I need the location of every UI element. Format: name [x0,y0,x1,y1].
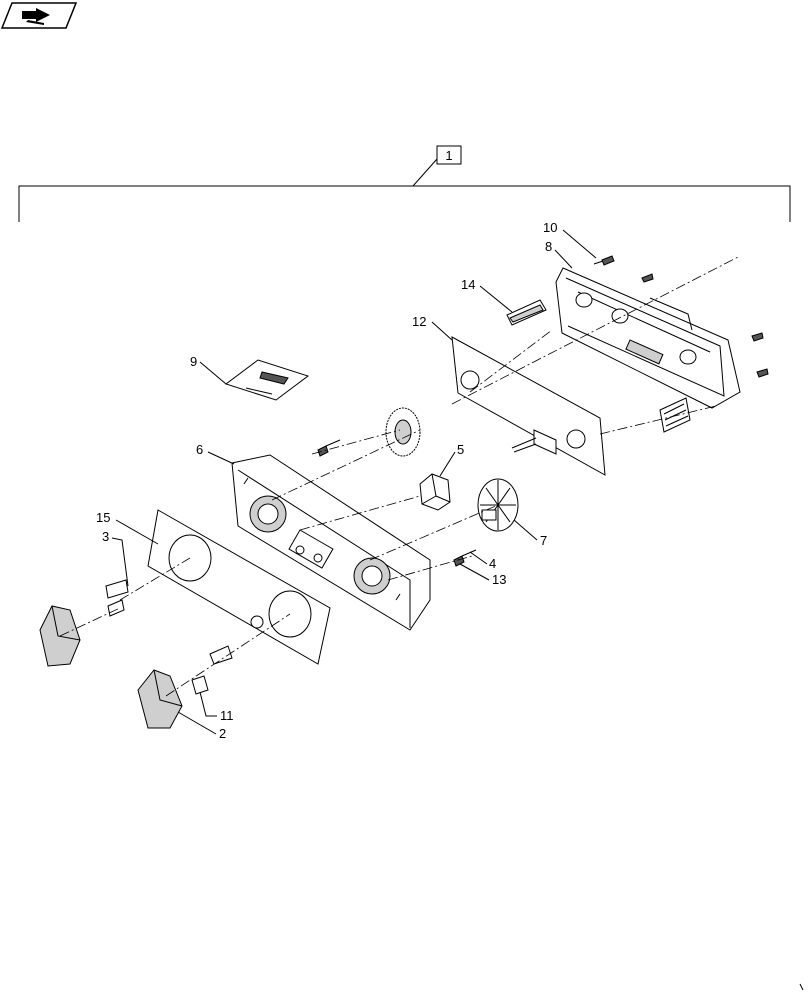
callout-5: 5 [439,442,464,477]
callout-14: 14 [461,277,513,313]
part-knob-right [137,669,183,729]
callout-3: 3 [102,529,129,587]
callout-11: 11 [199,691,234,723]
svg-text:11: 11 [220,708,234,723]
callout-15: 15 [96,510,159,545]
part-decal [224,359,310,401]
svg-text:8: 8 [545,239,552,254]
assembly-number: 1 [445,148,452,163]
assembly-bracket: 1 [18,145,791,222]
screw [641,273,769,378]
part-knob-insert [105,579,129,617]
svg-text:10: 10 [543,220,557,235]
alignment-lines [59,255,741,697]
part-rear-housing [555,267,741,409]
callout-2: 2 [177,711,226,741]
part-circuit-board [451,336,606,476]
part-front-housing [231,454,431,631]
svg-text:2: 2 [219,726,226,741]
svg-text:7: 7 [540,533,547,548]
part-gear [385,407,421,457]
svg-text:3: 3 [102,529,109,544]
part-bushing [191,675,209,695]
book-arrow-icon[interactable] [0,2,78,29]
svg-text:14: 14 [461,277,475,292]
screw-10 [593,255,615,266]
svg-text:6: 6 [196,442,203,457]
part-small-shaft [209,645,233,665]
part-knob-cap [419,473,451,511]
svg-text:9: 9 [190,354,197,369]
part-pin [317,439,477,567]
svg-text:4: 4 [489,556,496,571]
svg-text:15: 15 [96,510,110,525]
callout-9: 9 [190,354,227,385]
corner-mark [799,983,804,991]
callout-10: 10 [543,220,597,259]
callout-7: 7 [513,519,547,548]
svg-text:5: 5 [457,442,464,457]
callout-12: 12 [412,314,453,341]
part-clip [506,299,547,326]
callout-13: 13 [459,563,506,587]
svg-text:13: 13 [492,572,506,587]
part-connector [659,397,691,433]
callout-6: 6 [196,442,235,465]
svg-text:12: 12 [412,314,426,329]
callout-8: 8 [545,239,573,269]
callout-4: 4 [469,551,496,571]
